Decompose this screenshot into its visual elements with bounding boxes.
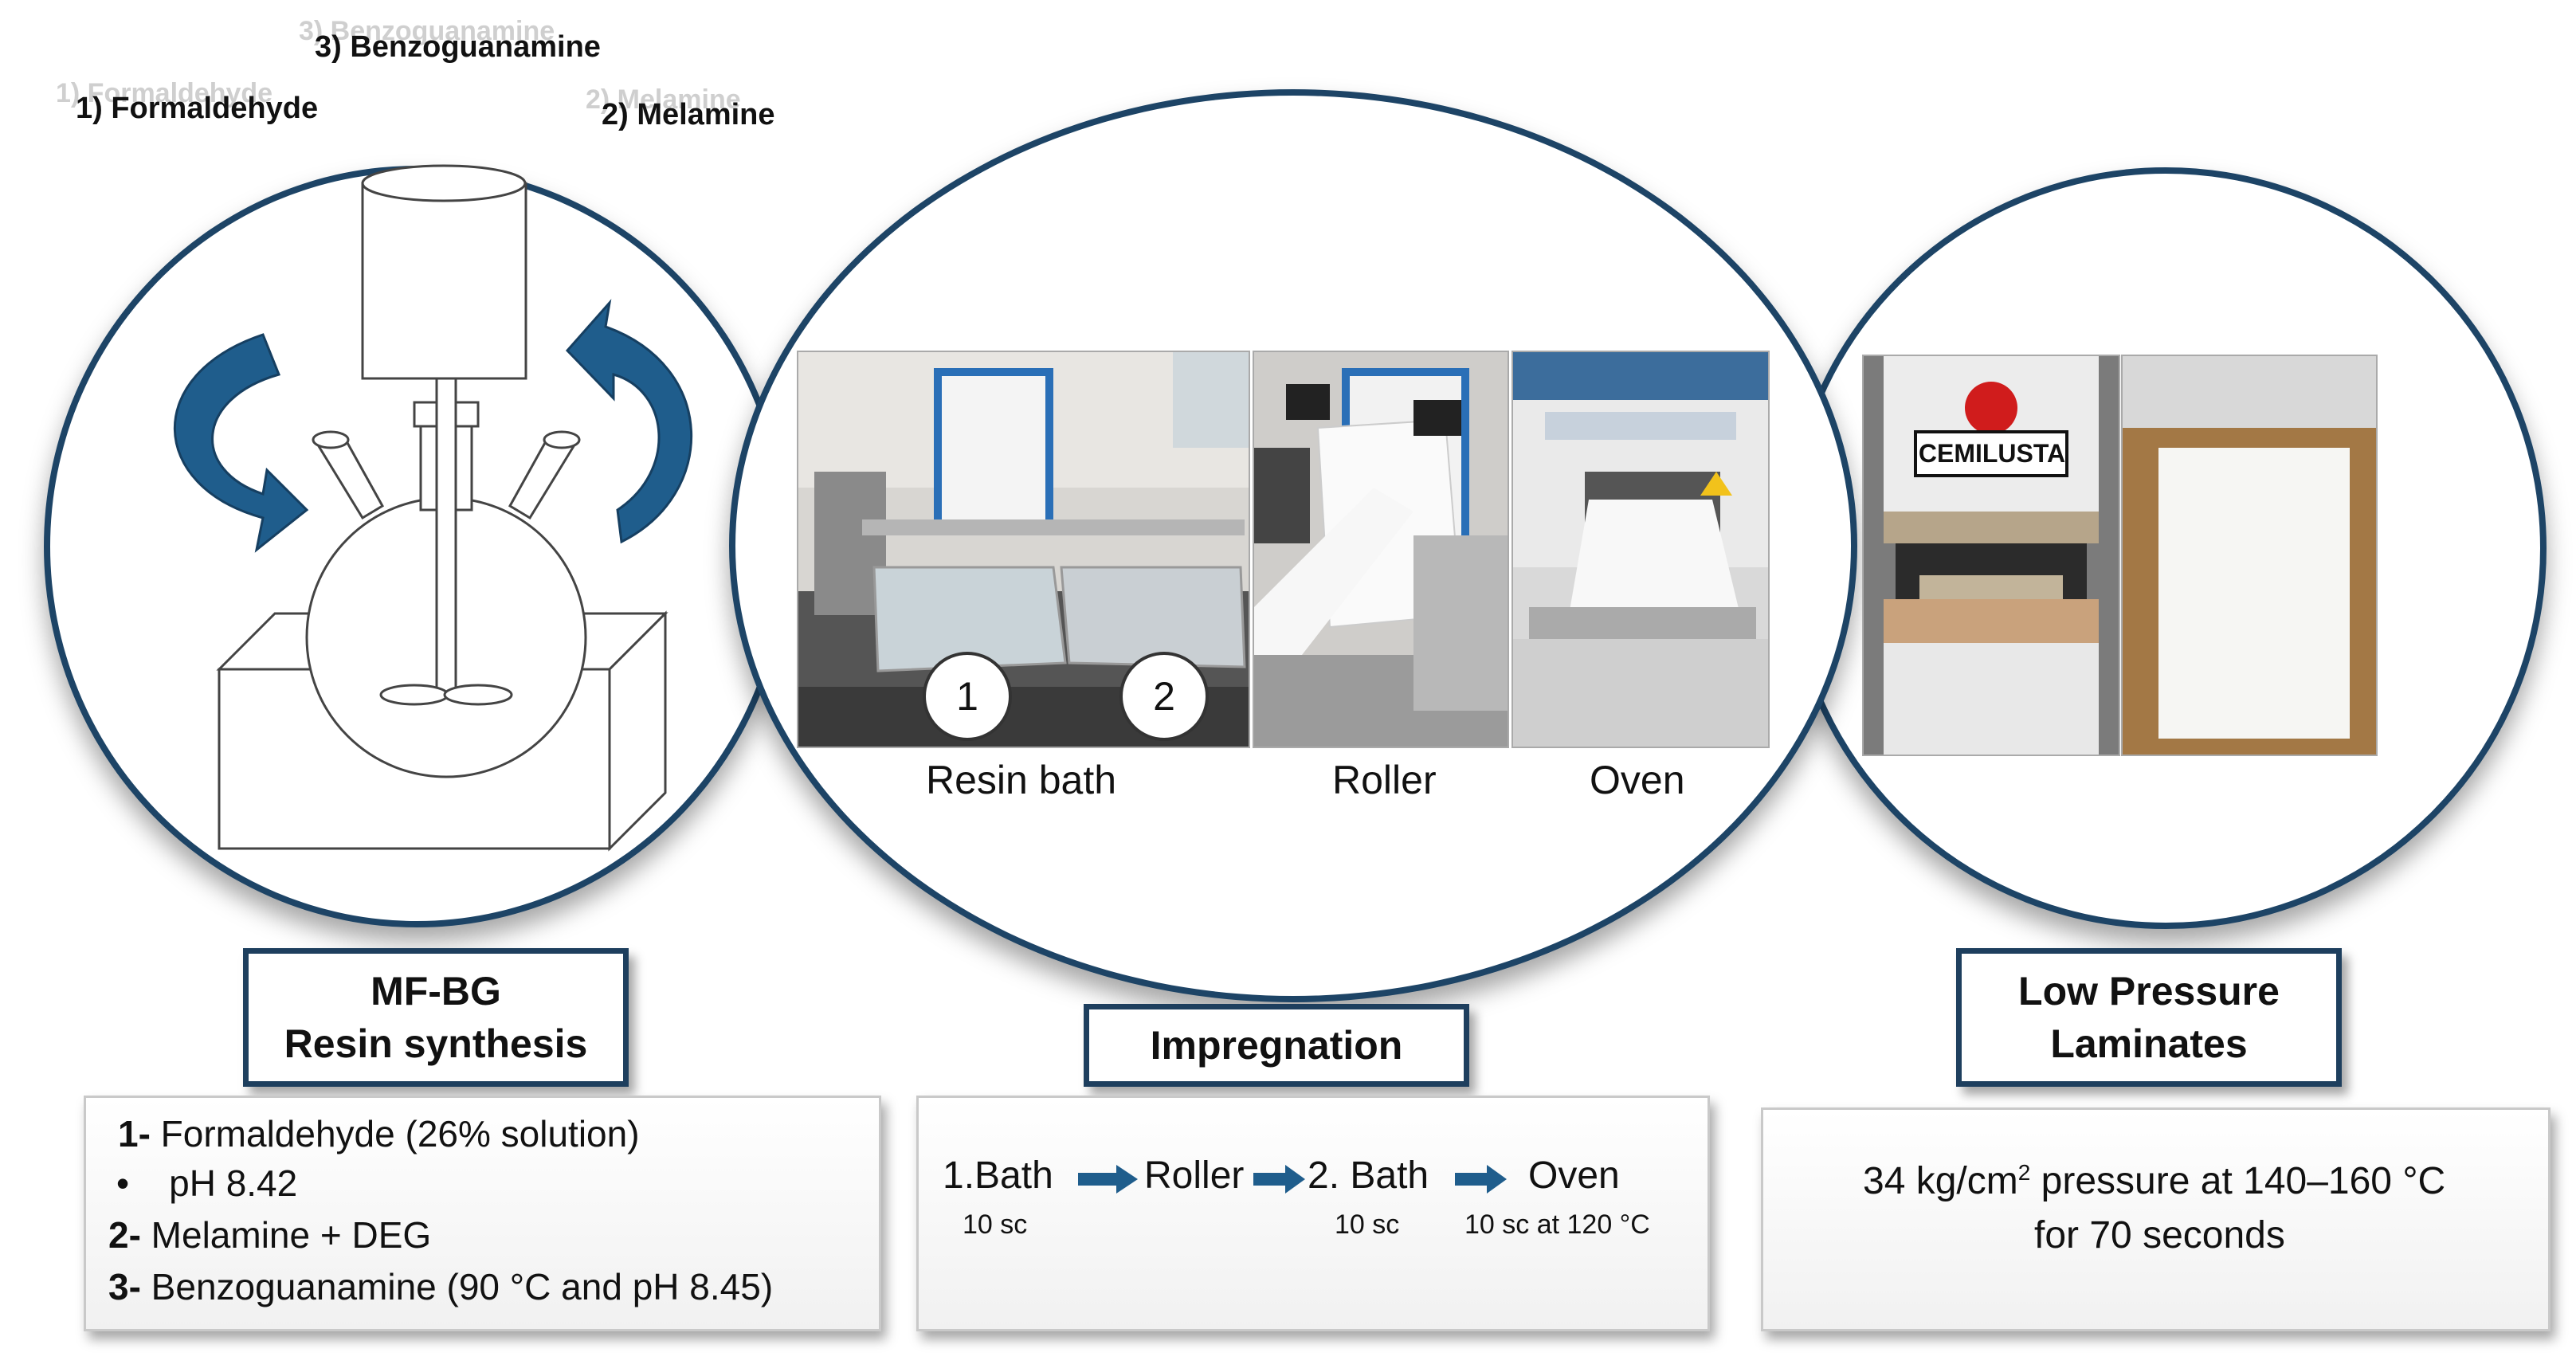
- impregnation-title-box: Impregnation: [1084, 1004, 1469, 1087]
- flow-step-bath-1: 1.Bath: [943, 1154, 1053, 1197]
- laminates-title-box: Low Pressure Laminates: [1956, 948, 2342, 1087]
- laminates-time-line: for 70 seconds: [2034, 1214, 2285, 1256]
- reactor-illustration: [173, 164, 692, 852]
- flow-step-roller: Roller: [1144, 1154, 1245, 1197]
- stirrer-motor-icon: [361, 164, 527, 380]
- press-brand-label: CEMILUSTA: [1918, 439, 2066, 468]
- synthesis-details-panel: 1- Formaldehyde (26% solution) •pH 8.42 …: [84, 1096, 881, 1331]
- reagent-ghost-2: 2) Melamine: [586, 84, 741, 115]
- flow-step-oven-conditions: 10 sc at 120 °C: [1464, 1209, 1650, 1240]
- oven-photo: [1511, 351, 1770, 748]
- bath-2-marker: 2: [1119, 652, 1209, 741]
- caption-resin-bath: Resin bath: [926, 758, 1117, 802]
- impregnation-flow-panel: 1.Bath 10 sc Roller 2. Bath 10 sc Oven 1…: [916, 1096, 1710, 1331]
- flow-step-bath-2-time: 10 sc: [1335, 1209, 1400, 1240]
- synthesis-step-1-ph: •pH 8.42: [116, 1162, 298, 1204]
- laminates-details-panel: 34 kg/cm2 pressure at 140–160 °C for 70 …: [1761, 1107, 2551, 1331]
- synthesis-title-line1: MF-BG: [371, 969, 501, 1013]
- laminate-sample-photo: [2121, 355, 2378, 756]
- synthesis-step-3: 3- Benzoguanamine (90 °C and pH 8.45): [108, 1266, 774, 1307]
- reagent-ghost-3: 3) Benzoguanamine: [299, 16, 555, 46]
- flow-arrow-1-icon: [1078, 1165, 1138, 1194]
- caption-oven: Oven: [1590, 758, 1685, 802]
- caption-roller: Roller: [1332, 758, 1437, 802]
- laminates-title-line2: Laminates: [2050, 1021, 2248, 1066]
- bath-1-marker: 1: [923, 652, 1012, 741]
- flow-arrow-2-icon: [1253, 1165, 1305, 1194]
- reagent-formaldehyde: 1) Formaldehyde: [76, 92, 319, 125]
- laminates-title-line1: Low Pressure: [2018, 969, 2280, 1013]
- synthesis-title-line2: Resin synthesis: [284, 1021, 588, 1066]
- reagent-benzoguanamine: 3) Benzoguanamine: [315, 30, 601, 64]
- roller-photo: [1253, 351, 1509, 748]
- laminates-pressure-line: 34 kg/cm2 pressure at 140–160 °C: [1863, 1160, 2446, 1202]
- impregnation-title: Impregnation: [1150, 1023, 1403, 1068]
- reagent-ghost-1: 1) Formaldehyde: [56, 78, 273, 108]
- flow-step-oven: Oven: [1528, 1154, 1620, 1197]
- flow-arrow-3-icon: [1455, 1165, 1507, 1194]
- synthesis-step-2: 2- Melamine + DEG: [108, 1214, 432, 1256]
- flow-step-bath-1-time: 10 sc: [963, 1209, 1028, 1240]
- rotation-arrow-right-icon: [565, 299, 692, 544]
- flow-step-bath-2: 2. Bath: [1308, 1154, 1429, 1197]
- stirrer-shaft-icon: [379, 377, 513, 706]
- reagent-melamine: 2) Melamine: [602, 98, 775, 131]
- rotation-arrow-left-icon: [173, 333, 309, 553]
- synthesis-step-1: 1- Formaldehyde (26% solution): [118, 1113, 640, 1154]
- synthesis-title-box: MF-BG Resin synthesis: [243, 948, 629, 1087]
- press-photo: CEMILUSTA: [1862, 355, 2120, 756]
